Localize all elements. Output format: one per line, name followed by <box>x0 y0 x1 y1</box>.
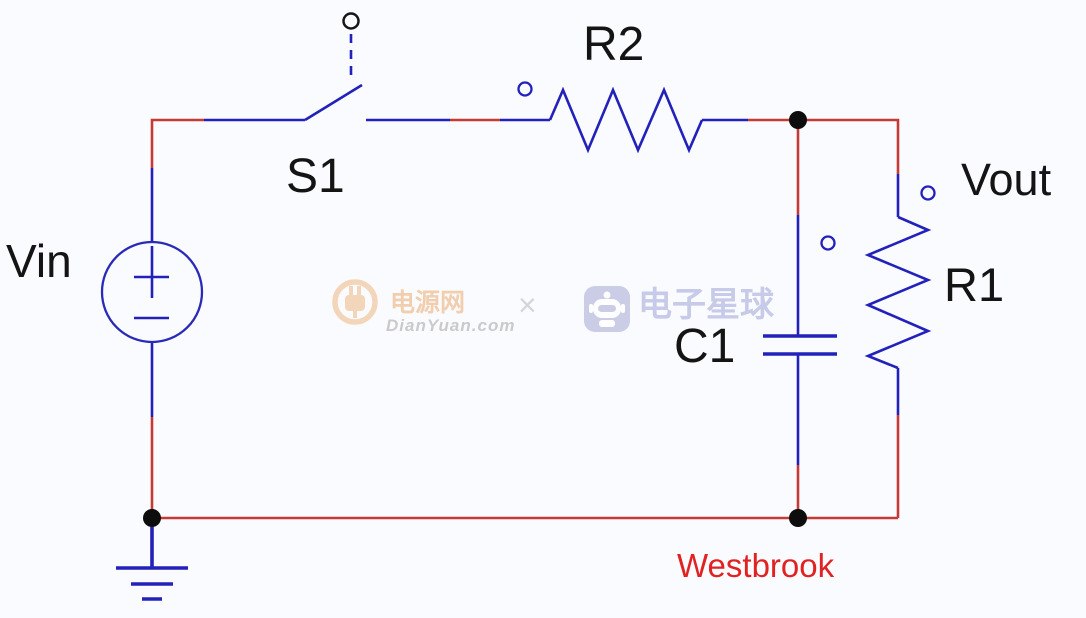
switch-blade <box>304 83 363 122</box>
star-robot-icon <box>584 286 630 332</box>
wire-top-left-corner <box>150 118 204 168</box>
junction-dots <box>143 111 807 527</box>
watermark-dianyuan-brand: 电源网 <box>390 289 466 317</box>
label-author: Westbrook <box>677 547 835 584</box>
probe-circle-vout <box>920 185 936 201</box>
switch-symbol <box>304 12 363 122</box>
wire-red-segments <box>150 118 900 520</box>
resistor-r1-zigzag <box>864 215 932 370</box>
watermark-star-brand: 电子星球 <box>638 286 774 324</box>
label-vout: Vout <box>961 154 1052 205</box>
junction-dot-bottom <box>789 509 807 527</box>
probe-circle-r2 <box>517 81 533 97</box>
probe-circle-c1 <box>820 235 836 251</box>
source-circle <box>100 240 204 344</box>
label-r1: R1 <box>944 258 1005 311</box>
dianyuan-logo-icon <box>332 279 378 325</box>
wire-r2-to-right-corner <box>748 118 900 174</box>
switch-terminal-circle <box>342 12 360 30</box>
voltage-source-symbol <box>100 240 204 344</box>
junction-dot-top <box>789 111 807 129</box>
junction-dot-ground <box>143 509 161 527</box>
ground-symbol <box>116 527 188 601</box>
label-vin: Vin <box>6 235 72 287</box>
label-c1: C1 <box>674 320 736 373</box>
capacitor-symbol <box>763 334 837 356</box>
wire-blue-segments <box>150 118 900 465</box>
watermark-separator: × <box>518 287 537 323</box>
resistor-r2-zigzag <box>548 86 704 154</box>
probe-points <box>517 81 936 251</box>
label-r2: R2 <box>583 18 645 71</box>
watermark-dianyuan-domain: DianYuan.com <box>386 316 516 335</box>
label-s1: S1 <box>286 150 345 203</box>
